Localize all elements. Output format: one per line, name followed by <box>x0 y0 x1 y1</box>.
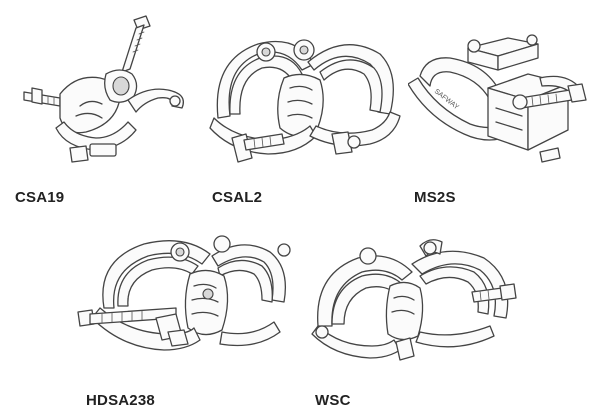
product-label-wsc: WSC <box>315 392 351 409</box>
coupler-ms2s-drawing: SAFWAY <box>408 18 596 168</box>
product-label-ms2s: MS2S <box>414 189 456 206</box>
coupler-csal2-drawing <box>204 22 404 170</box>
product-label-hdsa238: HDSA238 <box>86 392 155 409</box>
coupler-hdsa238-drawing <box>72 228 302 368</box>
product-label-csa19: CSA19 <box>15 189 65 206</box>
product-label-csal2: CSAL2 <box>212 189 263 206</box>
coupler-csa19-drawing <box>10 8 195 176</box>
coupler-wsc-drawing <box>308 234 528 370</box>
